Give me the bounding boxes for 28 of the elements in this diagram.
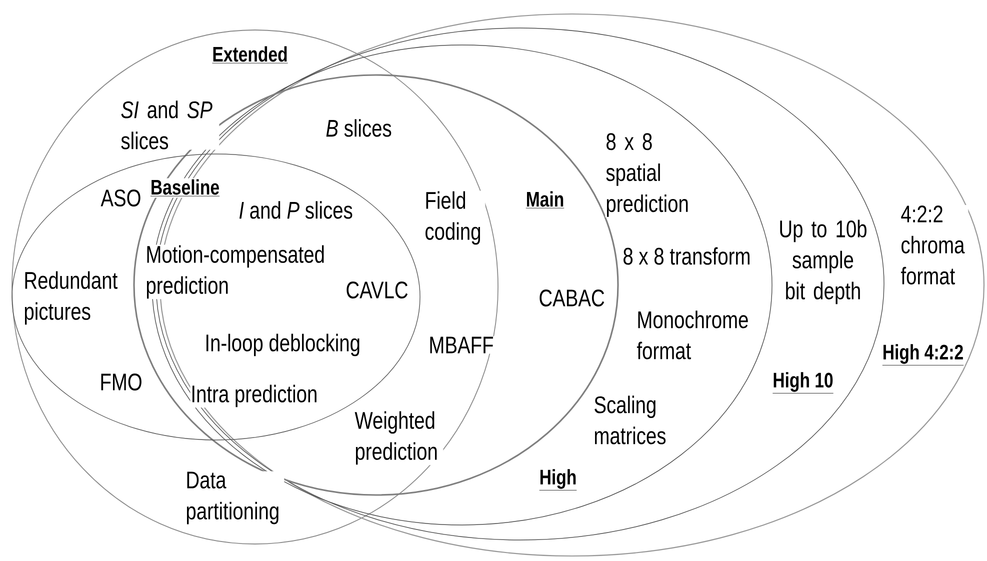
feature-label: SI and SP slices — [120, 100, 220, 150]
feature-label: Scaling matrices — [593, 395, 670, 445]
feature-label: 8 x 8 transform — [622, 246, 752, 266]
feature-label: B slices — [325, 118, 392, 138]
feature-label: Data partitioning — [185, 471, 284, 525]
feature-label: Weighted prediction — [354, 410, 444, 466]
feature-label: Motion-compensated prediction — [145, 244, 332, 300]
feature-label: CABAC — [538, 289, 606, 307]
feature-label: CAVLC — [345, 281, 409, 299]
feature-label: 4:2:2 chroma format — [900, 205, 968, 285]
profile-name: High 10 — [772, 371, 834, 395]
feature-label: Intra prediction — [190, 384, 318, 408]
feature-label: Field coding — [424, 190, 486, 246]
profile-name: Baseline — [149, 178, 221, 198]
feature-label: MBAFF — [428, 336, 494, 354]
feature-label: Redundant pictures — [23, 270, 122, 326]
feature-label: In-loop deblocking — [204, 333, 362, 357]
feature-label: I and P slices — [238, 200, 354, 220]
profile-name: Main — [524, 190, 566, 210]
profile-ellipse — [12, 30, 498, 544]
feature-label: ASO — [100, 189, 142, 207]
feature-label: FMO — [99, 373, 143, 391]
feature-label: Up to 10b sample bit depth — [776, 219, 870, 305]
feature-label: Monochrome format — [636, 310, 752, 360]
profile-name: High 4:2:2 — [881, 343, 965, 367]
profile-name: Extended — [211, 45, 289, 65]
feature-label: 8 x 8 spatial prediction — [605, 132, 694, 218]
profile-name: High — [538, 468, 578, 492]
